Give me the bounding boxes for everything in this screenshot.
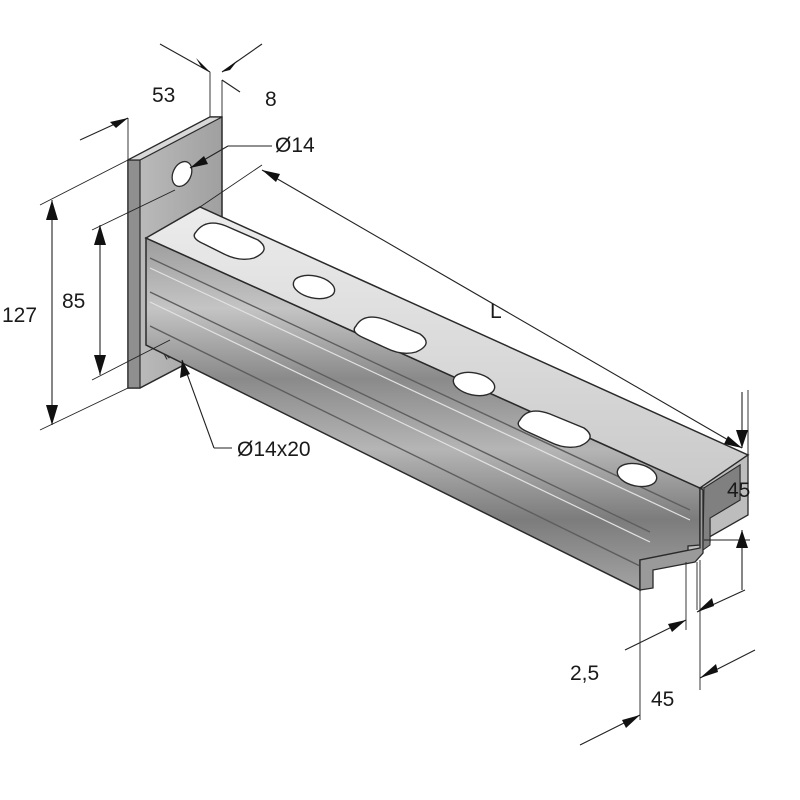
hole-3 (616, 462, 658, 488)
wall-thickness-label: 2,5 (570, 662, 599, 685)
slot-3 (517, 410, 591, 449)
hole-1 (292, 274, 336, 300)
hole-diameter-label: Ø14 (275, 134, 315, 157)
dimension-lines (39, 43, 756, 746)
dimension-labels: 53 8 Ø14 127 85 Ø14x20 L 45 2,5 45 (2, 84, 750, 711)
hole-spacing-label: 85 (62, 290, 85, 313)
top-slots (193, 222, 658, 488)
slot-2 (353, 316, 427, 355)
plate-height-label: 127 (2, 304, 37, 327)
profile-width-label: 45 (651, 688, 674, 711)
length-label: L (490, 300, 502, 323)
hole-2 (452, 371, 496, 397)
slot-1 (193, 222, 265, 261)
slot-size-label: Ø14x20 (237, 438, 311, 461)
plate-hole-top (171, 160, 193, 188)
plate-thickness-label: 8 (265, 88, 277, 111)
strut-channel (144, 206, 750, 592)
plate-width-label: 53 (152, 84, 175, 107)
profile-height-label: 45 (727, 479, 750, 502)
